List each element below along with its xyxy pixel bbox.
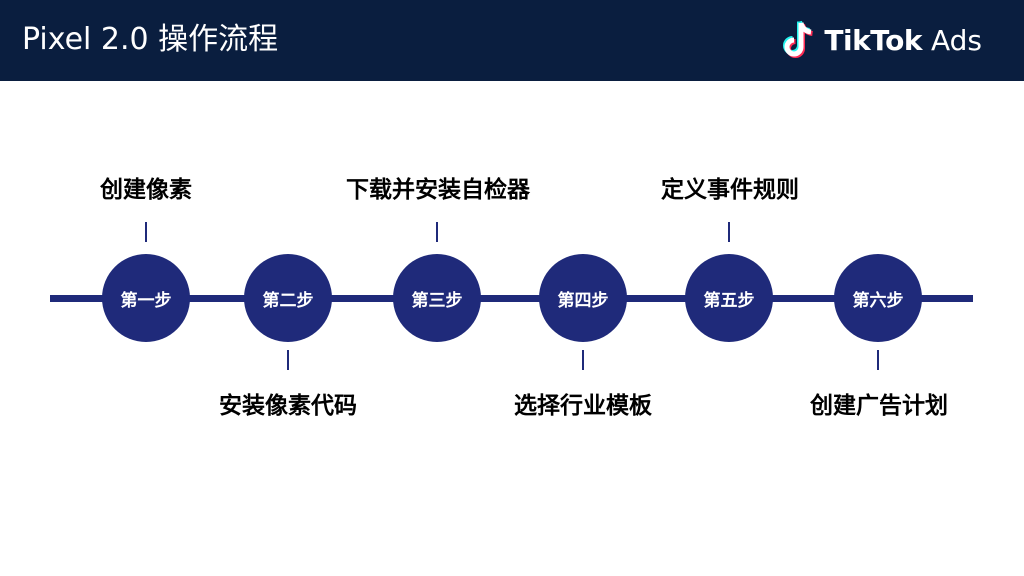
step-4-circle: 第四步 [539,254,627,342]
tiktok-ads-logo: TikTok Ads [782,18,982,62]
timeline-line [50,295,973,302]
step-2-description: 安装像素代码 [219,393,357,419]
step-6-circle: 第六步 [834,254,922,342]
step-5-circle: 第五步 [685,254,773,342]
step-1-description: 创建像素 [100,177,192,203]
step-2-connector [287,350,289,370]
header-bar: Pixel 2.0 操作流程 TikTok Ads [0,0,1024,81]
page-title: Pixel 2.0 操作流程 [22,22,279,57]
step-2-circle: 第二步 [244,254,332,342]
step-4-connector [582,350,584,370]
step-6-description: 创建广告计划 [810,393,948,419]
step-5-description: 定义事件规则 [661,177,799,203]
logo-sub-text: Ads [930,23,982,57]
step-5-connector [728,222,730,242]
step-3-circle: 第三步 [393,254,481,342]
step-1-circle: 第一步 [102,254,190,342]
step-4-description: 选择行业模板 [514,393,652,419]
step-3-connector [436,222,438,242]
logo-brand-text: TikTok [824,23,922,57]
step-3-description: 下载并安装自检器 [346,177,530,203]
step-6-connector [877,350,879,370]
step-1-connector [145,222,147,242]
tiktok-note-icon [783,20,814,58]
